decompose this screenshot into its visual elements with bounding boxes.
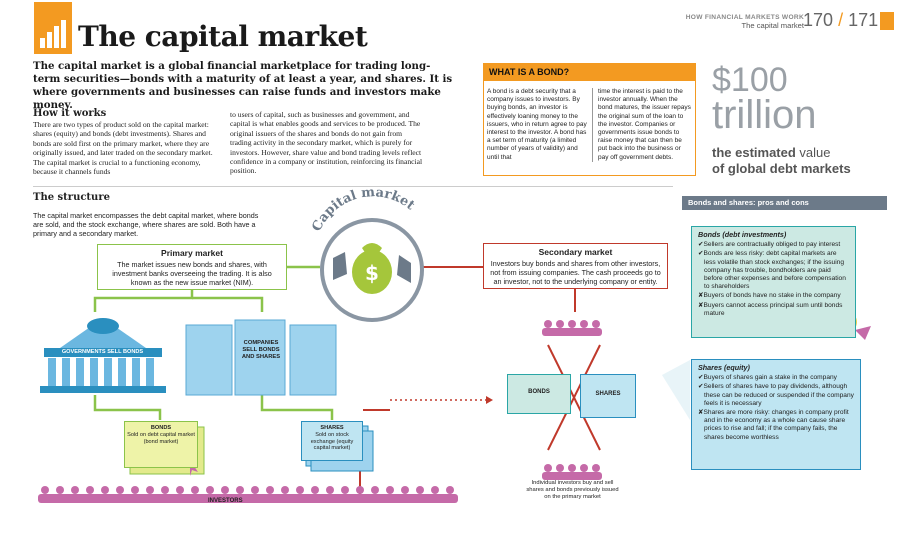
page-right: 171 — [848, 10, 879, 30]
page-tab — [880, 12, 894, 30]
investors-label: INVESTORS — [208, 498, 243, 504]
stat-unit: trillion — [712, 93, 817, 137]
check-icon: ✔ — [698, 241, 704, 249]
shares-item: ✔Buyers of shares gain a stake in the co… — [698, 374, 854, 382]
secondary-market-title: Secondary market — [538, 247, 613, 257]
stat-desc-line2: of global debt markets — [712, 161, 851, 176]
primary-market-text: The market issues new bonds and shares, … — [112, 260, 272, 287]
title-chart-icon — [34, 2, 72, 54]
bonds-card-text: Sold on debt capital market (bond market… — [127, 431, 195, 445]
cross-icon: ✘ — [698, 301, 704, 309]
page-separator: / — [838, 10, 844, 30]
running-header: HOW FINANCIAL MARKETS WORK The capital m… — [686, 14, 804, 30]
page-left: 170 — [803, 10, 834, 30]
how-it-works-col1: There are two types of product sold on t… — [33, 120, 213, 177]
bonds-item: ✘Buyers cannot access principal sum unti… — [698, 302, 849, 318]
stat-desc-rest: value — [795, 145, 831, 160]
check-icon: ✔ — [698, 250, 704, 258]
shares-item-text: Sellers of shares have to pay dividends,… — [703, 383, 854, 407]
bonds-pros-cons-card: Bonds (debt investments) ✔Sellers are co… — [691, 226, 856, 338]
secondary-shares-card: SHARES — [580, 374, 636, 418]
section-name: HOW FINANCIAL MARKETS WORK — [685, 14, 804, 21]
stat-amount: $100 — [712, 61, 788, 99]
bonds-item: ✔Bonds are less risky: debt capital mark… — [698, 250, 849, 291]
primary-market-box: Primary market The market issues new bon… — [97, 244, 287, 290]
stat-description: the estimated value of global debt marke… — [712, 145, 882, 177]
shares-item: ✘Shares are more risky: changes in compa… — [698, 409, 854, 442]
bonds-card: BONDS Sold on debt capital market (bond … — [124, 421, 198, 468]
governments-label: GOVERNMENTS SELL BONDS — [61, 349, 144, 355]
shares-card-title: SHARES — [320, 425, 344, 431]
bonds-item-text: Buyers cannot access principal sum until… — [703, 301, 843, 317]
bonds-card-title: BONDS — [150, 425, 172, 431]
structure-text: The capital market encompasses the debt … — [33, 211, 259, 238]
primary-market-title: Primary market — [161, 248, 223, 258]
bond-box-col1: A bond is a debt security that a company… — [487, 88, 587, 161]
subsection-name: The capital market — [741, 21, 804, 30]
pros-cons-heading: Bonds and shares: pros and cons — [682, 196, 887, 210]
structure-heading: The structure — [33, 192, 110, 203]
secondary-market-text: Investors buy bonds and shares from othe… — [490, 259, 661, 286]
how-it-works-col2: to users of capital, such as businesses … — [230, 110, 423, 176]
companies-label: COMPANIES SELL BONDS AND SHARES — [241, 340, 281, 360]
secondary-market-box: Secondary market Investors buy bonds and… — [483, 243, 668, 289]
bonds-item-text: Bonds are less risky: debt capital marke… — [703, 250, 846, 291]
bonds-pros-cons-heading: Bonds (debt investments) — [698, 230, 787, 239]
shares-item: ✔Sellers of shares have to pay dividends… — [698, 383, 854, 408]
check-icon: ✔ — [698, 374, 704, 382]
individual-investors-caption: Individual investors buy and sell shares… — [526, 480, 619, 500]
bond-box-frame — [483, 63, 696, 176]
shares-card: SHARES Sold on stock exchange (equity ca… — [301, 421, 363, 461]
shares-pros-cons-heading: Shares (equity) — [698, 363, 750, 372]
cross-icon: ✘ — [698, 409, 704, 417]
page-title: The capital market — [78, 20, 368, 53]
secondary-bonds-card: BONDS — [507, 374, 571, 414]
intro-paragraph: The capital market is a global financial… — [33, 60, 453, 111]
bonds-item: ✘Buyers of bonds have no stake in the co… — [698, 292, 849, 300]
bonds-item: ✔Sellers are contractually obliged to pa… — [698, 241, 849, 249]
section-divider — [33, 186, 673, 187]
bonds-item-text: Sellers are contractually obliged to pay… — [703, 241, 841, 249]
shares-item-text: Buyers of shares gain a stake in the com… — [703, 374, 837, 382]
how-it-works-heading: How it works — [33, 108, 107, 119]
bond-box-col2: time the interest is paid to the investo… — [592, 88, 692, 162]
shares-pros-cons-card: Shares (equity) ✔Buyers of shares gain a… — [691, 359, 861, 470]
cross-icon: ✘ — [698, 292, 704, 300]
bonds-item-text: Buyers of bonds have no stake in the com… — [703, 292, 841, 300]
page-numbers: 170 / 171 — [803, 10, 878, 31]
bond-box-title: WHAT IS A BOND? — [483, 63, 696, 81]
shares-item-text: Shares are more risky: changes in compan… — [703, 409, 849, 441]
svg-text:$: $ — [365, 261, 379, 285]
shares-card-text: Sold on stock exchange (equity capital m… — [310, 431, 354, 452]
stat-desc-bold: the estimated — [712, 145, 796, 160]
check-icon: ✔ — [698, 383, 704, 391]
